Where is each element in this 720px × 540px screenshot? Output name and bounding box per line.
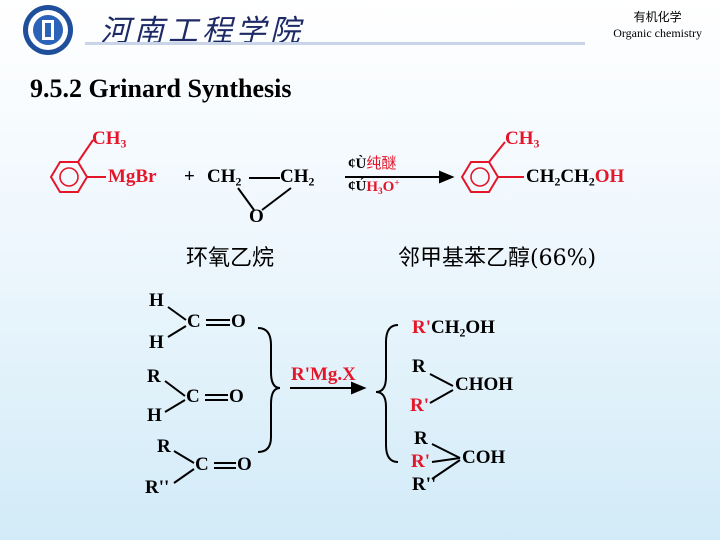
reactant-methyl-sub: 3 — [120, 137, 127, 151]
tertiary-alcohol-group: COH — [462, 447, 506, 468]
formaldehyde-h-bottom: H — [149, 332, 164, 353]
ketone-c: C — [195, 454, 209, 475]
condition-step1-prefix: ¢Ù — [348, 156, 367, 172]
tertiary-alcohol-r-double-prime: R'' — [412, 474, 437, 495]
reactant-methyl: CH3 — [92, 128, 126, 152]
reactant-methyl-text: CH — [92, 128, 121, 149]
formaldehyde-h-top: H — [149, 290, 164, 311]
aldehyde-h: H — [147, 405, 162, 426]
product-chain-b: CH — [560, 166, 589, 187]
aldehyde-o: O — [229, 386, 244, 407]
aldehyde-r: R — [147, 366, 161, 387]
product-chain: CH2CH2OH — [526, 166, 624, 190]
product-methyl: CH3 — [505, 128, 539, 152]
grignard-reagent: R'Mg.X — [291, 364, 356, 385]
condition-step2: ¢ÚH3O+ — [348, 178, 400, 196]
condition-o: O — [382, 178, 395, 195]
epoxide-oxygen: O — [249, 206, 264, 227]
course-en: Organic chemistry — [613, 26, 702, 40]
course-cn: 有机化学 — [633, 10, 682, 24]
course-label: 有机化学 Organic chemistry — [613, 9, 702, 41]
product-methyl-text: CH — [505, 128, 534, 149]
epoxide-ch2-right-text: CH — [280, 166, 309, 187]
ketone-r: R — [157, 436, 171, 457]
label-epoxide: 环氧乙烷 — [186, 246, 275, 271]
formaldehyde-o: O — [231, 311, 246, 332]
epoxide-ch2-left: CH2 — [207, 166, 241, 190]
primary-alcohol: R'CH2OH — [412, 317, 495, 341]
condition-h: H — [366, 178, 379, 195]
epoxide-ch2-right-sub: 2 — [308, 175, 315, 189]
product-methyl-sub: 3 — [533, 137, 540, 151]
tertiary-alcohol-r: R — [414, 428, 428, 449]
aldehyde-c: C — [186, 386, 200, 407]
epoxide-ch2-left-sub: 2 — [235, 175, 242, 189]
primary-alcohol-ch: CH — [431, 317, 460, 338]
tertiary-alcohol-r-prime: R' — [411, 451, 430, 472]
condition-h-sub: 3 — [378, 186, 383, 197]
epoxide-ch2-left-text: CH — [207, 166, 236, 187]
condition-step1: ¢Ù纯醚 — [348, 152, 396, 173]
plus-sign: + — [184, 166, 195, 187]
condition-charge: + — [394, 178, 400, 188]
secondary-alcohol-r: R — [412, 356, 426, 377]
primary-alcohol-sub: 2 — [459, 326, 466, 340]
epoxide-ch2-right: CH2 — [280, 166, 314, 190]
ketone-r-double-prime: R'' — [145, 477, 170, 498]
primary-alcohol-r: R' — [412, 317, 431, 338]
secondary-alcohol-group: CHOH — [455, 374, 514, 395]
header-divider — [85, 42, 585, 45]
section-title: 9.5.2 Grinard Synthesis — [30, 74, 292, 103]
product-chain-b-sub: 2 — [588, 175, 595, 189]
primary-alcohol-oh: OH — [465, 317, 495, 338]
label-product: 邻甲基苯乙醇(66%) — [398, 246, 597, 271]
formaldehyde-c: C — [187, 311, 201, 332]
condition-step2-prefix: ¢Ú — [348, 178, 367, 195]
product-chain-a: CH — [526, 166, 555, 187]
reactant-mgbr: MgBr — [108, 166, 157, 187]
school-logo — [23, 5, 73, 55]
condition-solvent: 纯醚 — [366, 154, 397, 172]
product-hydroxyl: OH — [594, 166, 625, 187]
product-chain-a-sub: 2 — [554, 175, 561, 189]
ketone-o: O — [237, 454, 252, 475]
secondary-alcohol-r-prime: R' — [410, 395, 429, 416]
